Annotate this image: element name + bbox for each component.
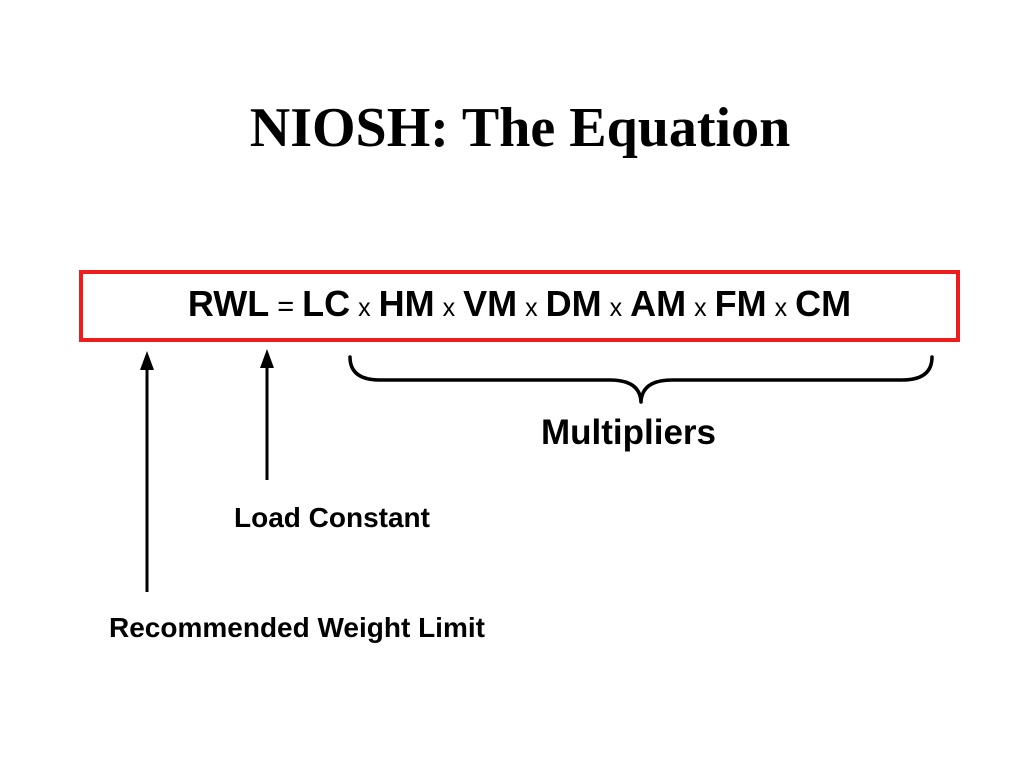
- operator-times: x: [358, 294, 371, 322]
- term-hm: HM: [378, 283, 435, 324]
- term-vm: VM: [463, 283, 518, 324]
- term-cm: CM: [795, 283, 852, 324]
- operator-times: x: [525, 294, 538, 322]
- operator-times: x: [694, 294, 707, 322]
- load-constant-label: Load Constant: [234, 502, 430, 533]
- slide-title: NIOSH: The Equation: [249, 97, 791, 159]
- operator-times: x: [774, 294, 788, 322]
- load-constant-arrow: [260, 349, 274, 480]
- rwl-arrow: [140, 351, 154, 592]
- term-am: AM: [630, 283, 687, 324]
- operator-times: x: [442, 294, 456, 322]
- term-lc: LC: [302, 283, 351, 324]
- multipliers-label: Multipliers: [541, 413, 717, 452]
- term-dm: DM: [545, 283, 602, 324]
- recommended-weight-limit-label: Recommended Weight Limit: [109, 612, 485, 643]
- operator-times: x: [609, 294, 623, 322]
- multipliers-brace: [348, 355, 934, 404]
- term-fm: FM: [714, 283, 767, 324]
- operator-equals: =: [277, 291, 295, 323]
- term-rwl: RWL: [187, 283, 270, 324]
